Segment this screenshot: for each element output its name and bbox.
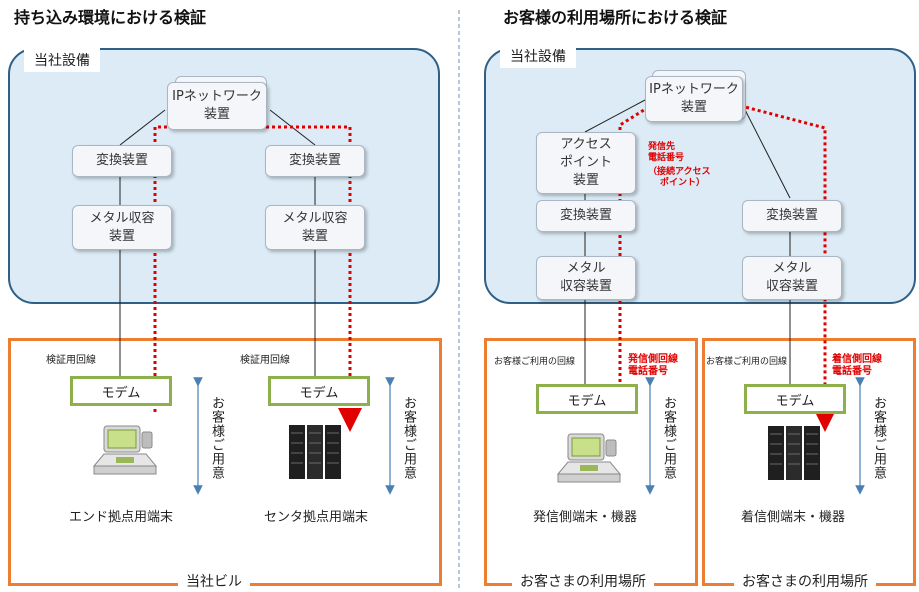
right-access-point-label-1: アクセス	[560, 137, 612, 152]
right-access-point-label-3: 装置	[572, 173, 599, 188]
callee-note-4: ポイント）	[660, 178, 706, 188]
right-converter-a: 変換装置	[536, 200, 636, 232]
left-metal-b-label-1: メタル収容	[282, 210, 348, 226]
left-device-a-label: エンド拠点用端末	[68, 510, 173, 525]
left-customer-prepared-a: お客様ご用意	[209, 396, 224, 480]
right-ip-network-box: IPネットワーク 装置	[645, 76, 743, 122]
right-site-label-b: お客さまの利用場所	[734, 571, 876, 591]
receiver-line-note: 着信側回線 電話番号	[832, 354, 882, 378]
right-site-label-a: お客さまの利用場所	[512, 571, 654, 591]
caller-line-note-1: 発信側回線	[628, 354, 678, 365]
right-modem-a: モデム	[536, 384, 638, 414]
left-modem-a: モデム	[70, 376, 172, 406]
right-device-a-label: 発信側端末・機器	[532, 510, 637, 525]
left-line-label-b: 検証用回線	[240, 355, 290, 366]
left-metal-a-label-1: メタル収容	[89, 210, 155, 226]
right-solid-links	[584, 99, 791, 384]
callee-note-2: 電話番号	[648, 153, 685, 163]
left-test-path	[153, 125, 362, 432]
right-line-label-a: お客様ご利用の回線	[494, 357, 576, 367]
right-line-label-b: お客様ご利用の回線	[706, 357, 788, 367]
right-metal-a-label-1: メタル	[566, 261, 606, 276]
left-title: 持ち込み環境における検証	[14, 8, 207, 27]
receiver-line-note-1: 着信側回線	[832, 354, 882, 365]
right-metal-b: メタル 収容装置	[742, 256, 842, 300]
callee-note-1: 発信先	[648, 142, 676, 152]
right-metal-a: メタル 収容装置	[536, 256, 636, 300]
callee-note: 発信先 電話番号 （接続アクセス ポイント）	[648, 142, 711, 189]
caller-pos-terminal-icon	[556, 433, 622, 483]
right-metal-a-label-2: 収容装置	[559, 279, 612, 294]
right-access-point-label-2: ポイント	[559, 155, 612, 170]
pos-terminal-icon	[92, 425, 158, 475]
left-line-label-a: 検証用回線	[46, 355, 96, 366]
right-metal-b-label-2: 収容装置	[765, 279, 818, 294]
right-customer-prepared-a: お客様ご用意	[661, 396, 676, 480]
left-ip-network-label-2: 装置	[203, 107, 230, 122]
server-rack-icon	[289, 425, 341, 479]
left-modem-b: モデム	[268, 376, 370, 406]
left-facility-label: 当社設備	[24, 48, 100, 72]
left-metal-b: メタル収容 装置	[265, 205, 365, 250]
right-facility-label: 当社設備	[500, 44, 576, 68]
left-converter-a: 変換装置	[72, 145, 172, 177]
right-device-b-label: 着信側端末・機器	[740, 510, 845, 525]
callee-note-3: （接続アクセス	[648, 167, 711, 177]
receiver-line-note-2: 電話番号	[832, 366, 872, 377]
right-metal-b-label-1: メタル	[772, 261, 812, 276]
left-ip-network-label-1: IPネットワーク	[172, 89, 262, 104]
receiver-server-rack-icon	[768, 426, 820, 480]
right-access-point-box: アクセス ポイント 装置	[536, 132, 636, 194]
left-metal-a-label-2: 装置	[108, 228, 135, 244]
right-title: お客様の利用場所における検証	[503, 8, 728, 27]
caller-line-note-2: 電話番号	[628, 366, 668, 377]
left-building-label: 当社ビル	[178, 571, 250, 591]
right-converter-b: 変換装置	[742, 200, 842, 232]
left-customer-prepared-b: お客様ご用意	[401, 396, 416, 480]
caller-line-note: 発信側回線 電話番号	[628, 354, 678, 378]
right-customer-prepared-b: お客様ご用意	[871, 396, 886, 480]
right-modem-b: モデム	[744, 384, 846, 414]
left-device-b-label: センタ拠点用端末	[263, 510, 368, 525]
right-ip-network-label-2: 装置	[680, 100, 707, 115]
left-converter-b: 変換装置	[265, 145, 365, 177]
left-metal-a: メタル収容 装置	[72, 205, 172, 250]
right-ip-network-label-1: IPネットワーク	[649, 82, 739, 97]
left-metal-b-label-2: 装置	[301, 228, 328, 244]
left-ip-network-box: IPネットワーク 装置	[167, 82, 267, 130]
